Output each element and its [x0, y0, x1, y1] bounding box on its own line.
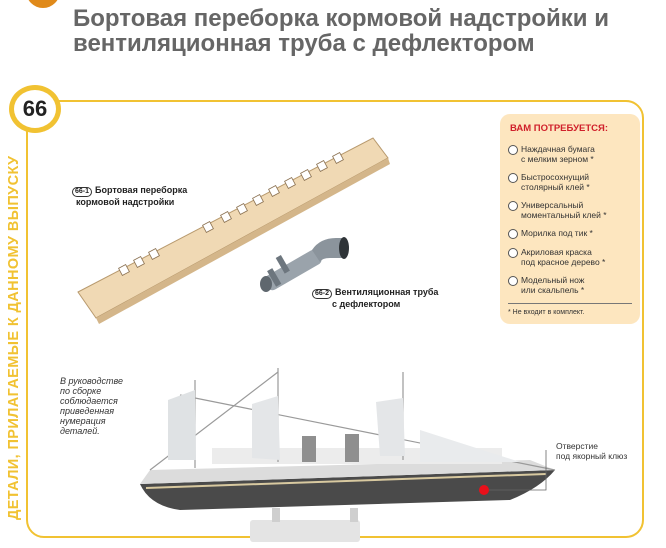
not-included-note: * Не входит в комплект.: [508, 309, 585, 316]
part-number: 66-2: [312, 289, 333, 299]
page-title: Бортовая переборка кормовой надстройки и…: [73, 5, 609, 57]
radio-icon: [508, 201, 518, 211]
yacht-model-image: [140, 368, 556, 542]
divider: [508, 303, 632, 304]
radio-icon: [508, 145, 518, 155]
radio-icon: [508, 173, 518, 183]
hawse-hole-callout: Отверстие под якорный клюз: [556, 441, 628, 461]
ventilation-pipe-image: [260, 237, 349, 292]
required-item: Морилка под тик *: [508, 228, 632, 239]
guide-numbering-note: В руководстве по сборке соблюдается прив…: [60, 376, 123, 436]
radio-icon: [508, 229, 518, 239]
part-number: 66-1: [72, 187, 93, 197]
radio-icon: [508, 248, 518, 258]
hawse-hole-marker: [479, 485, 489, 495]
required-tools-title: ВАМ ПОТРЕБУЕТСЯ:: [510, 123, 608, 134]
issue-number: 66: [14, 90, 56, 128]
radio-icon: [508, 276, 518, 286]
bulkhead-plank-image: [77, 137, 390, 324]
issue-number-badge: 66: [9, 85, 61, 133]
publisher-logo: [26, 0, 60, 8]
